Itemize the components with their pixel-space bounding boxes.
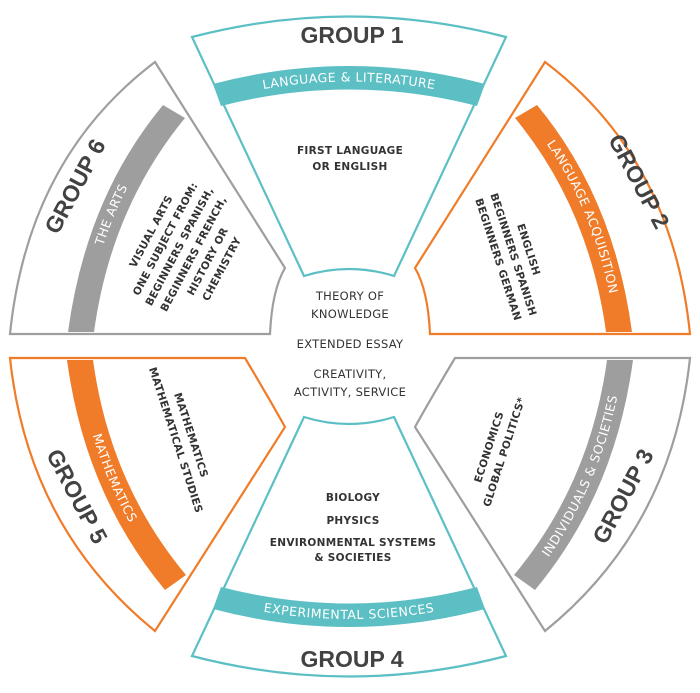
group-6-band — [68, 105, 185, 332]
group-5-segment: MATHEMATICS GROUP 5 MATHEMATICS MATHEMAT… — [8, 356, 287, 633]
group-1-band — [213, 66, 485, 106]
group-4-title: GROUP 4 — [300, 646, 403, 672]
group-4-band-label: EXPERIMENTAL SCIENCES — [263, 600, 435, 622]
group-1-title: GROUP 1 — [300, 22, 403, 48]
group-1-band-label: LANGUAGE & LITERATURE — [261, 69, 436, 92]
group-4-segment: EXPERIMENTAL SCIENCES GROUP 4 BIOLOGY PH… — [190, 415, 508, 678]
group-4-subjects-line-1: BIOLOGY — [326, 492, 380, 504]
group-4-subjects-line-2: PHYSICS — [326, 515, 379, 527]
core-line-knowledge: KNOWLEDGE — [311, 307, 389, 321]
group-1-subjects-line-2: OR ENGLISH — [312, 161, 387, 173]
group-5-outline — [8, 356, 287, 633]
core-center: THEORY OF KNOWLEDGE EXTENDED ESSAY CREAT… — [294, 289, 406, 399]
group-4-subjects-line-3: ENVIRONMENTAL SYSTEMS — [270, 537, 436, 549]
group-4-subjects-line-4: & SOCIETIES — [314, 552, 391, 564]
group-1-segment: LANGUAGE & LITERATURE GROUP 1 FIRST LANG… — [190, 15, 508, 278]
group-2-segment: LANGUAGE ACQUISITION GROUP 2 ENGLISH BEG… — [413, 60, 692, 336]
group-2-outline — [413, 60, 692, 336]
group-5-band — [67, 360, 186, 590]
group-3-outline — [413, 356, 692, 633]
group-3-segment: INDIVIDUALS & SOCIETIES GROUP 3 ECONOMIC… — [413, 356, 692, 633]
core-line-creativity: CREATIVITY, — [314, 367, 387, 381]
core-line-theory: THEORY OF — [315, 289, 384, 303]
core-line-activity-service: ACTIVITY, SERVICE — [294, 385, 406, 399]
core-line-extended-essay: EXTENDED ESSAY — [297, 337, 404, 351]
group-1-subjects-line-1: FIRST LANGUAGE — [297, 145, 403, 157]
group-6-outline — [8, 60, 287, 336]
group-2-band — [515, 105, 632, 332]
group-4-band — [213, 587, 485, 627]
group-3-band — [514, 360, 633, 590]
